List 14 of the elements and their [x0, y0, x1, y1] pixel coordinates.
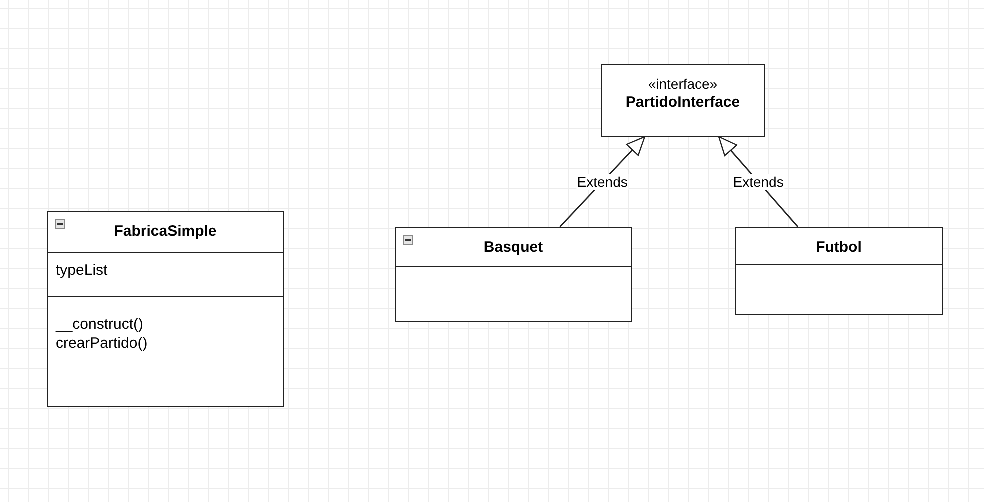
class-name: PartidoInterface — [626, 93, 740, 113]
class-box — [601, 64, 765, 137]
stereotype-label: «interface» — [648, 75, 718, 93]
edge-label: Extends — [576, 174, 629, 190]
method-text: crearPartido() — [56, 334, 148, 352]
class-name: Basquet — [484, 238, 544, 258]
class-box — [735, 227, 943, 315]
class-name: Futbol — [816, 238, 862, 258]
method-text: __construct() — [56, 314, 144, 334]
attribute-text: typeList — [56, 261, 108, 280]
edge-label: Extends — [732, 174, 785, 190]
class-box — [395, 227, 632, 322]
class-name: FabricaSimple — [114, 222, 217, 242]
class-box — [47, 211, 284, 407]
